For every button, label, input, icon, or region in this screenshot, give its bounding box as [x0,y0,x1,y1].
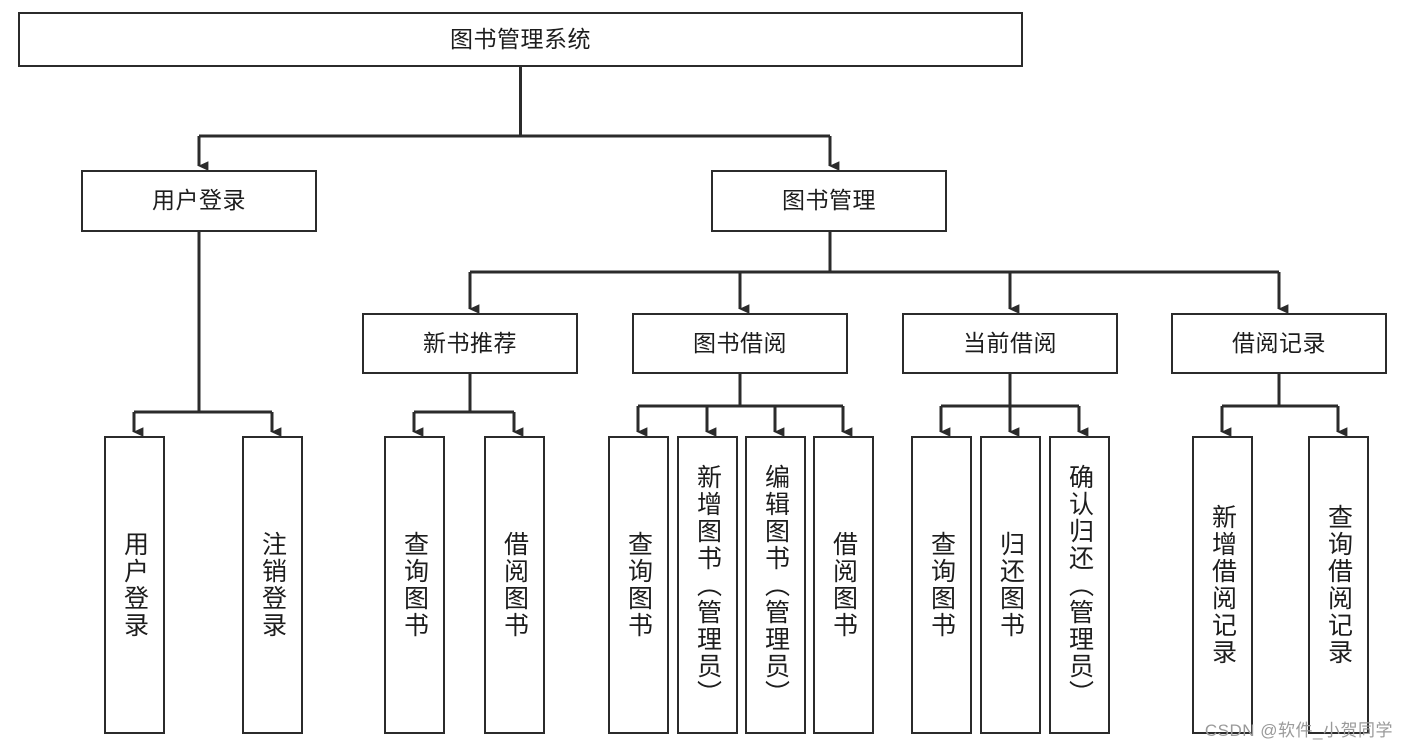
leaf-book-borrow-add-admin[interactable]: 新增图书（管理员） [677,436,738,734]
node-label: 查询图书 [400,531,429,639]
leaf-book-borrow-edit-admin[interactable]: 编辑图书（管理员） [745,436,806,734]
node-label: 新增借阅记录 [1208,504,1237,666]
leaf-user-login-logout[interactable]: 注销登录 [242,436,303,734]
node-label: 借阅图书 [829,531,858,639]
leaf-new-book-query[interactable]: 查询图书 [384,436,445,734]
node-label: 新增图书（管理员） [693,463,722,707]
node-label: 查询图书 [927,531,956,639]
node-label: 图书管理 [782,187,876,214]
node-label: 查询图书 [624,531,653,639]
node-root-book-management-system[interactable]: 图书管理系统 [18,12,1023,67]
node-label: 编辑图书（管理员） [761,463,790,707]
node-book-borrow[interactable]: 图书借阅 [632,313,848,374]
leaf-current-borrow-confirm-admin[interactable]: 确认归还（管理员） [1049,436,1110,734]
leaf-new-book-borrow[interactable]: 借阅图书 [484,436,545,734]
leaf-book-borrow-borrow[interactable]: 借阅图书 [813,436,874,734]
node-borrow-record[interactable]: 借阅记录 [1171,313,1387,374]
node-label: 注销登录 [258,531,287,639]
node-current-borrow[interactable]: 当前借阅 [902,313,1118,374]
node-label: 借阅记录 [1232,329,1326,356]
leaf-borrow-record-add[interactable]: 新增借阅记录 [1192,436,1253,734]
node-book-management[interactable]: 图书管理 [711,170,947,232]
node-label: 图书借阅 [693,329,787,356]
leaf-current-borrow-return[interactable]: 归还图书 [980,436,1041,734]
node-user-login[interactable]: 用户登录 [81,170,317,232]
leaf-current-borrow-query[interactable]: 查询图书 [911,436,972,734]
leaf-borrow-record-query[interactable]: 查询借阅记录 [1308,436,1369,734]
node-label: 当前借阅 [963,329,1057,356]
node-label: 图书管理系统 [450,25,591,52]
node-label: 新书推荐 [423,329,517,356]
watermark-text: CSDN @软件_小贺同学 [1204,721,1393,740]
node-label: 确认归还（管理员） [1065,463,1094,707]
node-label: 用户登录 [120,531,149,639]
node-label: 查询借阅记录 [1324,504,1353,666]
leaf-book-borrow-query[interactable]: 查询图书 [608,436,669,734]
leaf-user-login-login[interactable]: 用户登录 [104,436,165,734]
node-label: 借阅图书 [500,531,529,639]
node-label: 用户登录 [152,187,246,214]
node-new-book-recommend[interactable]: 新书推荐 [362,313,578,374]
node-label: 归还图书 [996,531,1025,639]
